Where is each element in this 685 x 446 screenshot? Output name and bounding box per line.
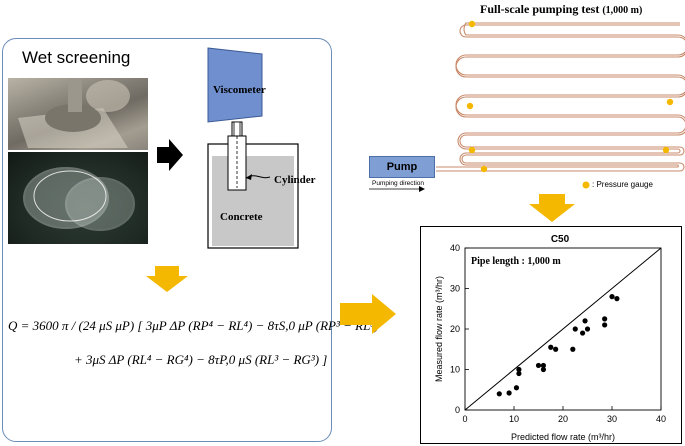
data-point bbox=[540, 366, 546, 373]
y-tick-label: 30 bbox=[450, 284, 460, 294]
data-point bbox=[516, 370, 522, 377]
concrete-pouring-photo bbox=[8, 78, 148, 150]
pump-box: Pump bbox=[369, 156, 435, 178]
data-point bbox=[516, 366, 522, 373]
data-points bbox=[496, 294, 620, 397]
data-point bbox=[535, 362, 542, 369]
data-point bbox=[540, 362, 546, 369]
data-point bbox=[584, 326, 591, 332]
x-tick-label: 30 bbox=[607, 414, 617, 424]
equation-line-2: + 3μS ΔP (RL⁴ − RG⁴) − 8τP,0 μS (RL³ − R… bbox=[74, 352, 328, 367]
data-point bbox=[513, 385, 520, 391]
pumping-test-title-text: Full-scale pumping test bbox=[480, 2, 600, 16]
pressure-gauge-legend-icon bbox=[582, 181, 590, 189]
concrete-fill bbox=[212, 156, 294, 246]
data-point bbox=[570, 346, 576, 352]
x-tick-label: 20 bbox=[558, 414, 568, 424]
data-point bbox=[506, 390, 512, 396]
data-point bbox=[496, 391, 502, 397]
x-axis-label: Predicted flow rate (m³/hr) bbox=[511, 432, 615, 442]
x-tick-label: 0 bbox=[462, 414, 467, 424]
chart-annotation: Pipe length : 1,000 m bbox=[471, 256, 561, 267]
data-point bbox=[548, 344, 554, 350]
y-tick-label: 10 bbox=[450, 365, 460, 375]
petri-dishes-graphic bbox=[23, 167, 135, 231]
pressure-gauges bbox=[466, 20, 674, 173]
pressure-gauge-legend-label: : Pressure gauge bbox=[592, 180, 653, 189]
reference-line bbox=[464, 247, 662, 411]
x-tick-label: 10 bbox=[509, 414, 519, 424]
arrow-right-icon bbox=[157, 139, 183, 171]
data-point bbox=[580, 330, 586, 336]
pumping-test-title: Full-scale pumping test (1,000 m) bbox=[480, 2, 642, 17]
viscometer-diagram bbox=[207, 47, 299, 249]
wet-screening-title: Wet screening bbox=[22, 48, 131, 67]
pumping-direction-arrow-icon bbox=[369, 186, 425, 192]
data-point bbox=[572, 326, 578, 332]
pumping-test-title-suffix: (1,000 m) bbox=[602, 5, 643, 16]
arrow-down-yellow-icon bbox=[529, 194, 575, 222]
chart-title: C50 bbox=[551, 234, 570, 245]
petri-dish-photo bbox=[8, 152, 148, 244]
equation-line-1: Q = 3600 π / (24 μS μP) [ 3μP ΔP (RP⁴ − … bbox=[8, 318, 379, 333]
pumping-direction-label: Pumping direction bbox=[372, 180, 425, 187]
axis-ticks: 0 10 20 30 40 0 10 20 30 40 bbox=[450, 243, 666, 424]
arrow-right-yellow-icon bbox=[340, 294, 396, 334]
cylinder-label: Cylinder bbox=[274, 174, 316, 186]
y-tick-label: 0 bbox=[455, 405, 460, 415]
viscometer-box bbox=[207, 47, 263, 123]
data-point bbox=[614, 296, 620, 302]
chart-frame bbox=[420, 226, 682, 444]
data-point bbox=[602, 322, 608, 328]
x-tick-label: 40 bbox=[656, 414, 666, 424]
scatter-chart: C50 Pipe length : 1,000 m Predicted flow… bbox=[434, 234, 666, 442]
concrete-label: Concrete bbox=[220, 211, 263, 223]
data-point bbox=[582, 318, 588, 324]
data-point bbox=[609, 294, 615, 300]
arrow-down-icon bbox=[146, 266, 188, 292]
data-point bbox=[602, 316, 608, 322]
y-axis-label: Measured flow rate (m³/hr) bbox=[434, 276, 444, 382]
viscometer-label: Viscometer bbox=[213, 84, 266, 96]
y-tick-label: 40 bbox=[450, 243, 460, 253]
pipe-loop-diagram bbox=[436, 20, 685, 173]
y-tick-label: 20 bbox=[450, 324, 460, 334]
data-point bbox=[553, 346, 559, 352]
concrete-pouring-graphic bbox=[18, 78, 130, 148]
